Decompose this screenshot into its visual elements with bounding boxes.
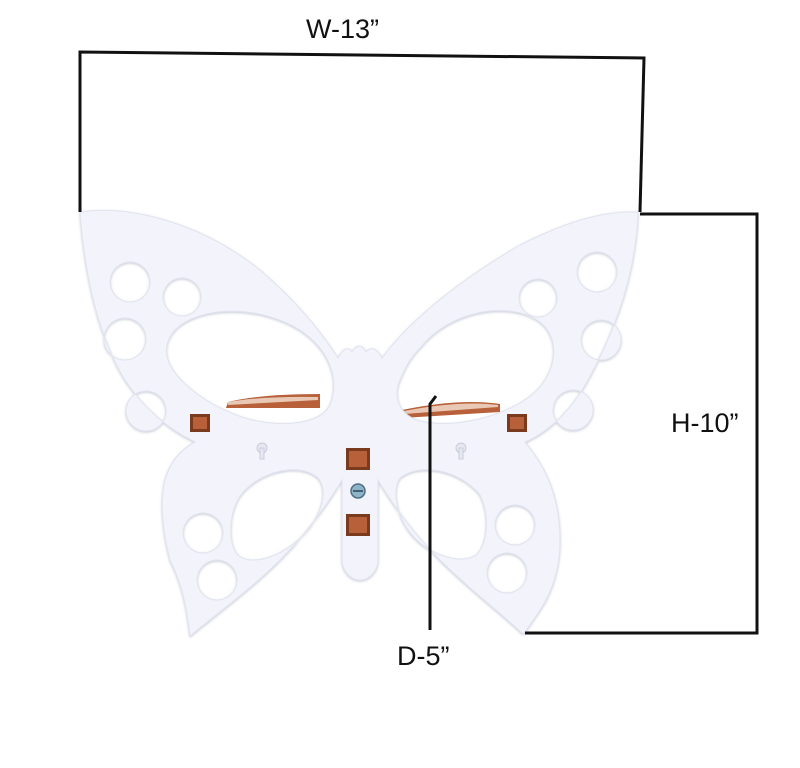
- mounting-block-center-top: [346, 448, 370, 470]
- height-dimension-line: [525, 212, 759, 635]
- keyhole-left-icon: [256, 442, 268, 460]
- height-label: H-10”: [671, 408, 739, 438]
- depth-dimension-line: [428, 395, 438, 630]
- screw-icon: [350, 483, 366, 499]
- keyhole-right-icon: [455, 442, 467, 460]
- wood-shelf-board: [226, 394, 500, 418]
- mounting-block-center-bottom: [346, 514, 370, 536]
- width-label: W-13”: [306, 14, 380, 44]
- width-dimension-line: [78, 50, 646, 213]
- mounting-block-right: [507, 414, 527, 432]
- depth-label: D-5”: [397, 641, 450, 671]
- butterfly-shelf: [79, 209, 639, 637]
- mounting-block-left: [190, 414, 210, 432]
